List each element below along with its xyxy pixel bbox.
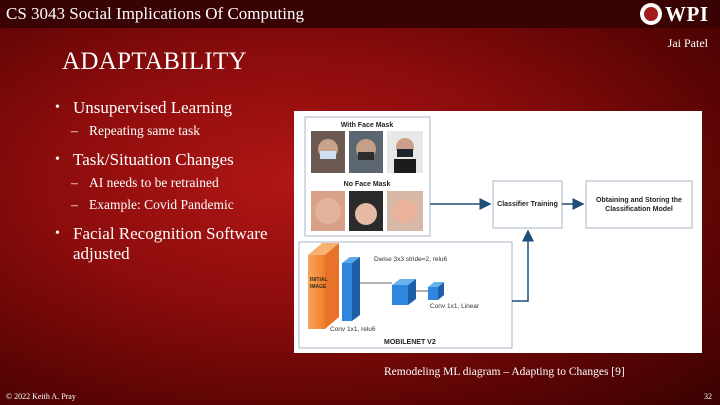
face-photo [355, 203, 377, 225]
conv-layer-side [352, 257, 360, 321]
course-title: CS 3043 Social Implications Of Computing [6, 4, 304, 23]
mask-shape [358, 152, 374, 160]
bullet-list: Unsupervised Learning Repeating same tas… [55, 98, 295, 268]
cube-layer [428, 287, 438, 300]
input-layer-side [325, 243, 339, 329]
footer-copyright: © 2022 Keith A. Pray [6, 392, 76, 401]
face-photo [393, 199, 417, 223]
page-number: 32 [704, 392, 712, 401]
sub-bullet-item: Example: Covid Pandemic [55, 196, 295, 214]
mask-shape [320, 151, 336, 159]
top-bar: CS 3043 Social Implications Of Computing… [0, 0, 720, 28]
mask-shape [397, 149, 413, 157]
cube-side [438, 282, 444, 300]
conv-linear-label: Conv 1x1, Linear [430, 303, 480, 310]
sub-bullet-item: Repeating same task [55, 122, 295, 140]
ml-diagram: With Face Mask No Face Mask [294, 111, 702, 353]
input-layer [308, 255, 325, 329]
initial-image-label: INITIAL IMAGE [310, 277, 328, 290]
seal-icon [640, 3, 662, 25]
storing-label: Obtaining and Storing the Classification… [596, 196, 682, 213]
bullet-item: Unsupervised Learning [55, 98, 295, 118]
cube-side [408, 279, 416, 305]
classifier-box [492, 180, 563, 229]
bullet-item: Facial Recognition Software adjusted [55, 224, 295, 264]
logo-text: WPI [665, 1, 709, 26]
face-photo [315, 198, 341, 224]
sub-bullet-item: AI needs to be retrained [55, 174, 295, 192]
author-name: Jai Patel [667, 36, 708, 50]
cube-top [428, 282, 444, 287]
network-label: MOBILENET V2 [384, 339, 436, 346]
input-layer-top [308, 243, 339, 255]
conv-relu-label: Conv 1x1, relu6 [330, 326, 376, 333]
masked-photos [311, 131, 423, 173]
wpi-logo: WPI [640, 2, 709, 26]
no-mask-label: No Face Mask [344, 181, 391, 188]
dwise-label: Dwise 3x3 stride=2, relu6 [374, 256, 448, 263]
conv-layer-top [342, 257, 360, 263]
storing-box [585, 180, 693, 229]
unmasked-photos [311, 191, 423, 231]
conv-layer [342, 263, 352, 321]
diagram-caption: Remodeling ML diagram – Adapting to Chan… [384, 366, 625, 378]
slide-title: ADAPTABILITY [62, 48, 247, 75]
classifier-label: Classifier Training [497, 201, 558, 208]
arrow-connector [512, 229, 534, 302]
with-mask-label: With Face Mask [341, 122, 394, 129]
bullet-item: Task/Situation Changes [55, 150, 295, 170]
diagram-svg: With Face Mask No Face Mask [298, 116, 693, 349]
face-photo [394, 159, 416, 173]
cube-layer [392, 285, 408, 305]
